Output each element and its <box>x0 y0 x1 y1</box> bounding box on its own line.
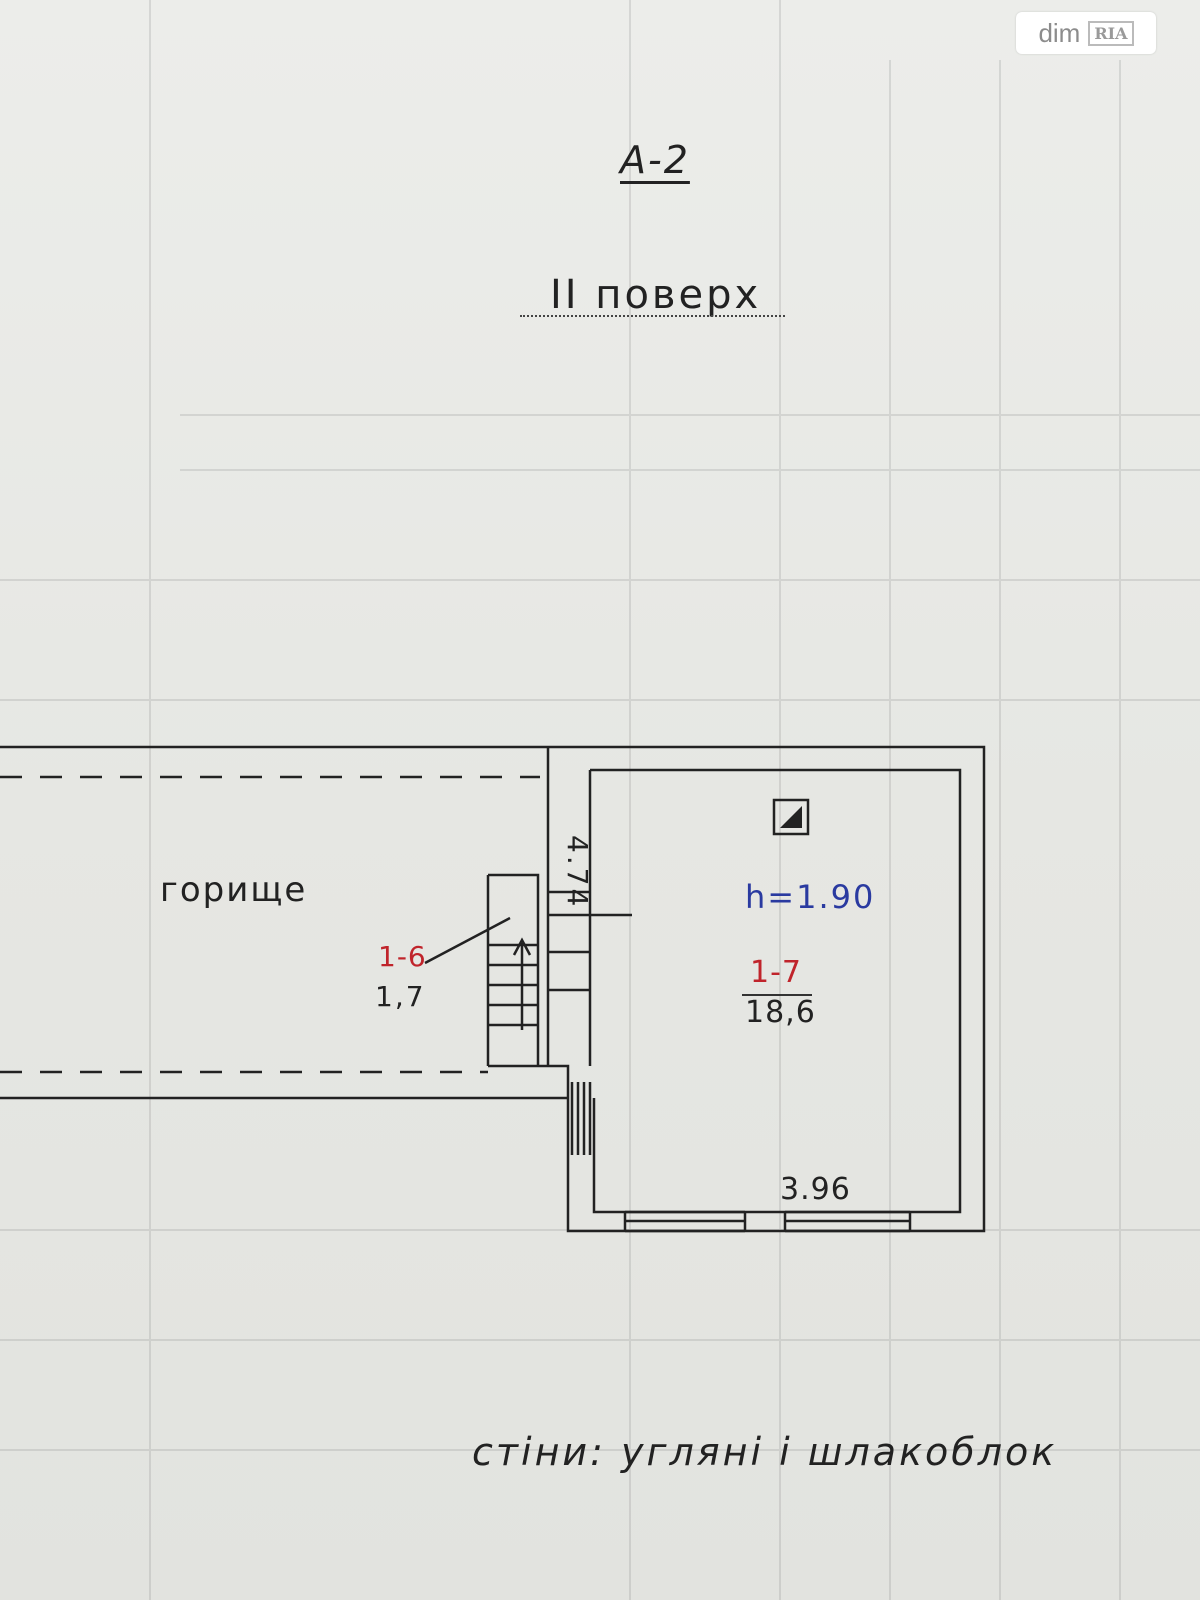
horizontal-dimension: 3.96 <box>780 1172 851 1207</box>
window-right <box>783 1210 912 1233</box>
stair-outline <box>488 873 540 1066</box>
room-1-6-leader <box>424 916 511 965</box>
room-1-7-number: 1-7 <box>750 955 802 990</box>
logo-ria-badge: RIA <box>1088 20 1134 46</box>
room-1-6-number: 1-6 <box>378 940 427 973</box>
dim-ria-logo: dim RIA <box>1016 12 1156 54</box>
room-1-7-area: 18,6 <box>745 995 816 1030</box>
room-outer-wall <box>488 745 986 1233</box>
logo-dim-text: dim <box>1038 17 1081 48</box>
floor-title: II поверх <box>550 272 762 318</box>
vent-symbol-fill <box>780 806 802 828</box>
window-left <box>623 1210 747 1233</box>
room-1-7-height: h=1.90 <box>745 878 876 916</box>
room-1-6-area: 1,7 <box>375 980 426 1013</box>
attic-label: горище <box>160 870 308 910</box>
building-label: А-2 <box>620 138 690 182</box>
walls-note: стіни: угляні і шлакоблок <box>472 1430 1058 1474</box>
vent-symbol <box>772 798 810 836</box>
vertical-dimension: 4.74 <box>561 835 594 910</box>
room-1-7-fraction-line <box>742 994 812 996</box>
floor-title-underline <box>520 315 785 317</box>
room-inner-wall <box>590 768 962 1214</box>
